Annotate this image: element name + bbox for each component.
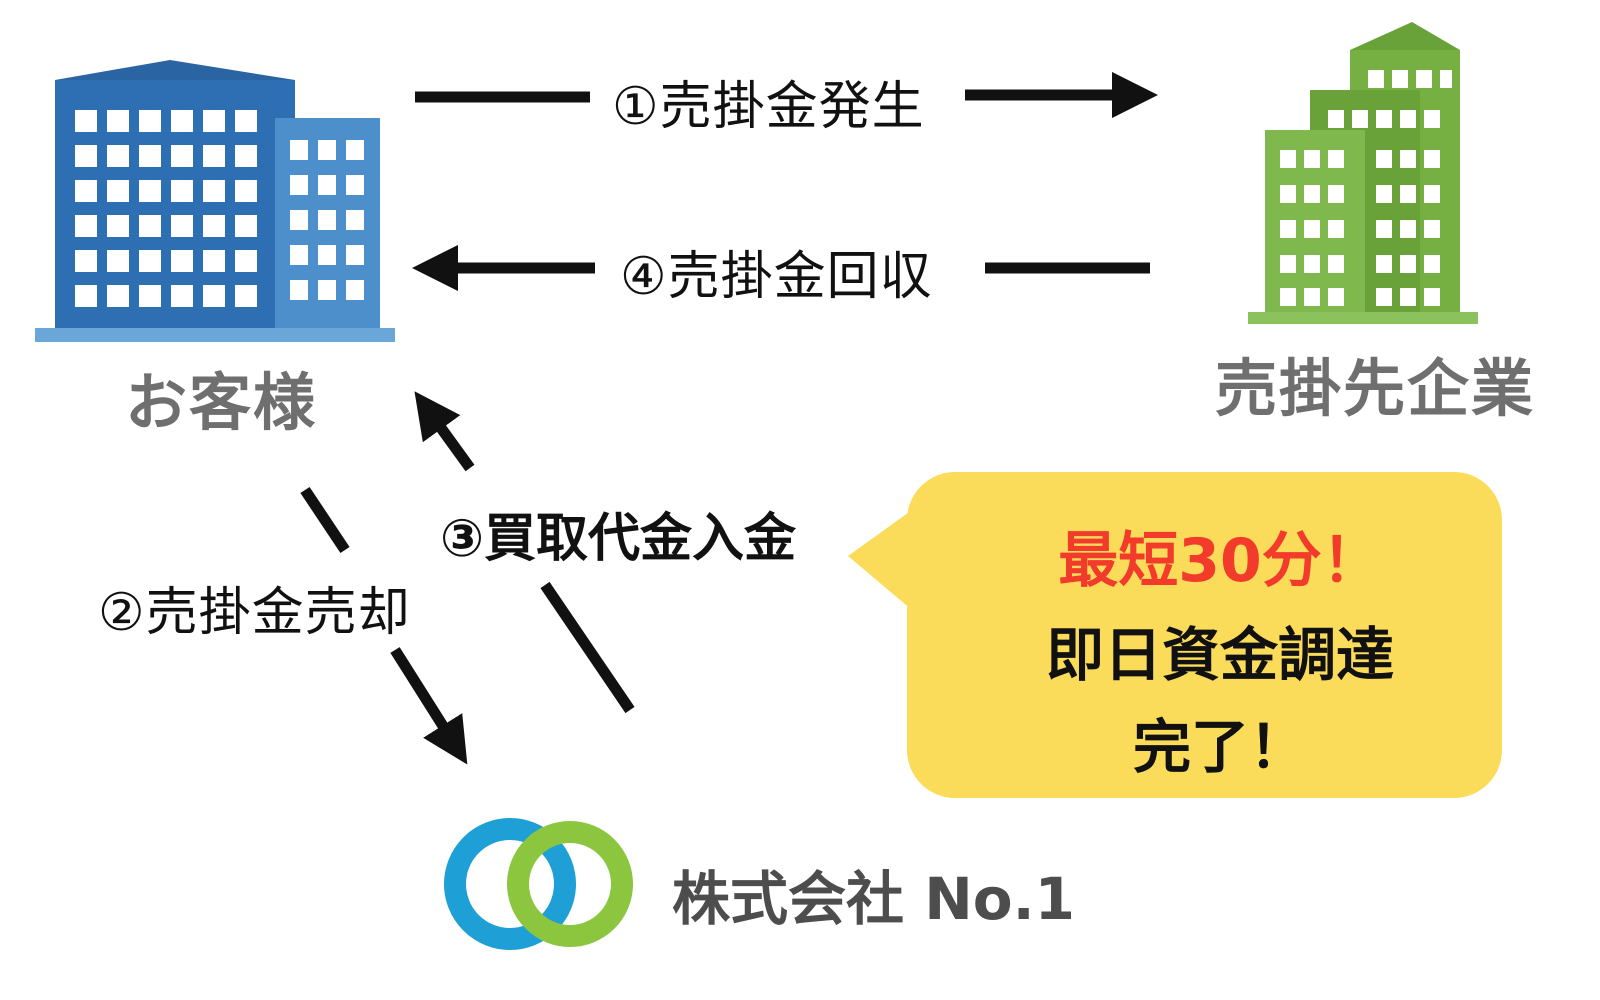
arrow-step3 — [414, 391, 635, 714]
receivable-building-icon — [1248, 22, 1478, 324]
arrow-step1 — [415, 71, 1159, 119]
callout-highlight: 最短30分！ — [1058, 526, 1382, 596]
flow-label-step4: ④売掛金回収 — [620, 247, 933, 307]
customer-label: お客様 — [125, 366, 318, 439]
company-logo — [444, 818, 633, 950]
receivable-company-label: 売掛先企業 — [1215, 352, 1536, 425]
customer-building-icon — [35, 60, 395, 342]
callout-bubble — [848, 472, 1502, 798]
callout-line2: 即日資金調達 — [1045, 621, 1394, 689]
flow-label-step3: ③買取代金入金 — [440, 509, 797, 569]
callout-line3: 完了！ — [1132, 713, 1307, 781]
flow-label-step2: ②売掛金売却 — [98, 583, 411, 643]
arrow-step2 — [300, 486, 468, 765]
company-name: 株式会社 No.1 — [672, 865, 1075, 933]
flow-label-step1: ①売掛金発生 — [612, 77, 925, 137]
